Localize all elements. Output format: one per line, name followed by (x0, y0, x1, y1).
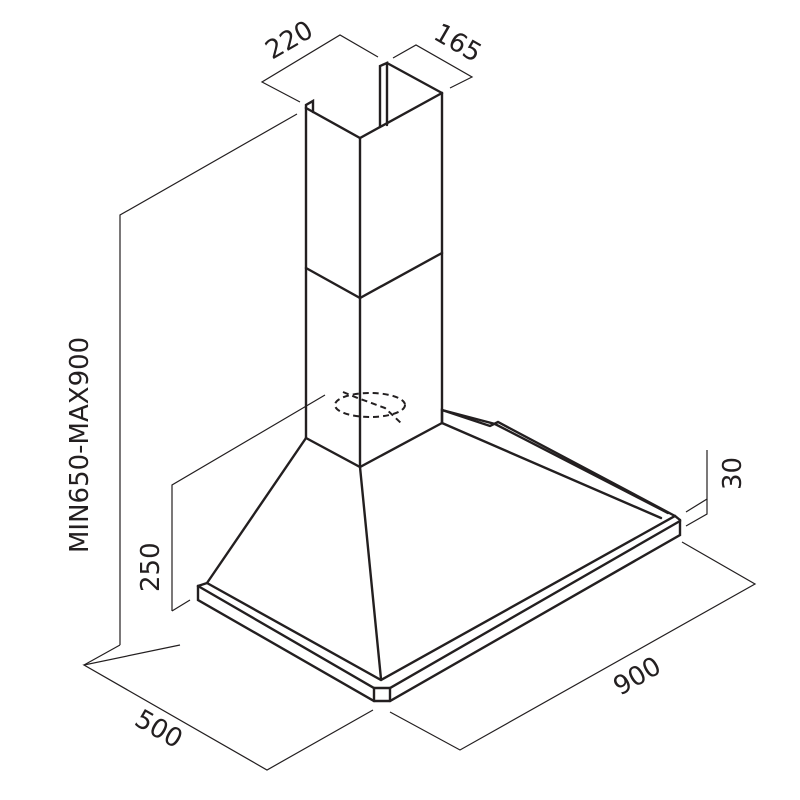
rim-inner-edge (196, 519, 682, 690)
dim-label-chimney-width: 220 (261, 15, 319, 66)
chimney (304, 61, 444, 469)
dim-label-rim-thickness: 30 (718, 457, 748, 490)
hood-front-slope (358, 465, 383, 681)
dim-line-220 (260, 34, 379, 103)
hood-right-slope (440, 421, 663, 520)
dim-label-hood-height: 250 (136, 542, 166, 592)
dim-line-30-top (685, 450, 708, 513)
chimney-inner-panel (378, 61, 389, 129)
dim-line-30-bottom (685, 499, 708, 527)
dim-line-500 (82, 644, 374, 771)
chimney-bottom-edges (304, 421, 444, 469)
hood-right-top-edge (440, 408, 670, 515)
chimney-inner-top-edge (385, 61, 444, 95)
outlet-ellipse (334, 392, 406, 418)
dimension-labels: 220 165 MIN650-MAX900 250 30 500 900 (65, 15, 748, 755)
dim-label-hood-width: 900 (609, 651, 667, 702)
dim-label-hood-depth: 500 (130, 704, 188, 755)
dim-line-900 (389, 541, 757, 751)
hood-body (205, 408, 677, 681)
chimney-top-edges (304, 91, 444, 140)
dim-line-165 (392, 44, 474, 89)
rim-bottom-edge (196, 518, 682, 703)
hood-left-slope (205, 436, 308, 585)
dim-ext-250 (171, 599, 191, 612)
rim-top-edge (196, 514, 682, 682)
dim-ext-500 (83, 644, 121, 666)
dim-label-chimney-height: MIN650-MAX900 (65, 337, 95, 553)
dim-line-chimney-height (119, 113, 298, 645)
chimney-left-lip (304, 98, 315, 114)
dim-label-chimney-depth: 165 (429, 18, 487, 69)
chimney-section-joint (304, 251, 444, 300)
hood-right-flange (440, 408, 677, 518)
dim-line-hood-height (171, 394, 326, 611)
hood-rim (196, 514, 682, 703)
dimension-lines (82, 34, 757, 771)
air-outlet-hidden (334, 391, 406, 425)
